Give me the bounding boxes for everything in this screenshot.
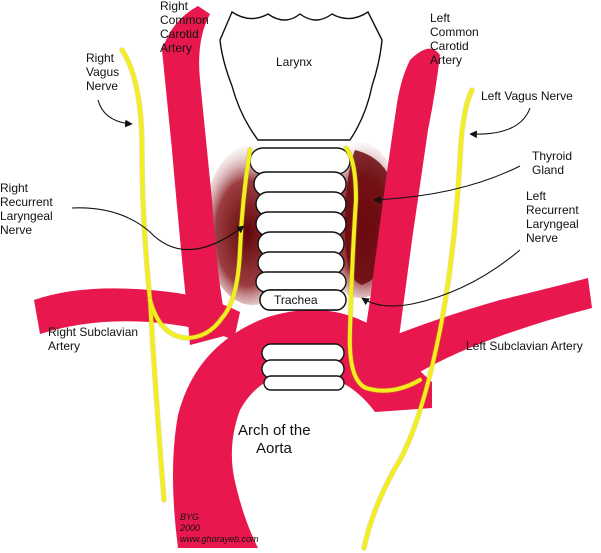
- larynx-and-trachea: [219, 10, 383, 391]
- right-recurrent-laryngeal-label: Right Recurrent Laryngeal Nerve: [0, 181, 56, 237]
- right-common-carotid-artery: [162, 6, 228, 345]
- left-recurrent-leader: [361, 249, 521, 307]
- larynx-label: Larynx: [276, 55, 312, 69]
- left-vagus-label: Left Vagus Nerve: [481, 89, 573, 103]
- arch-of-the-aorta-label: Arch of the Aorta: [238, 422, 315, 457]
- tracheal-rings: [249, 147, 351, 391]
- left-vagus-leader: [469, 107, 531, 139]
- trachea-label: Trachea: [274, 293, 318, 307]
- thyroid-gland-label: Thyroid Gland: [532, 149, 575, 177]
- right-subclavian-label: Right Subclavian Artery: [48, 325, 141, 353]
- right-common-carotid-label: Right Common Carotid Artery: [160, 0, 212, 55]
- left-subclavian-artery: [370, 278, 592, 410]
- aortic-arch-over-trachea: [240, 313, 362, 350]
- right-vagus-label: Right Vagus Nerve: [86, 51, 122, 93]
- right-vagus-nerve: [119, 47, 167, 503]
- right-vagus-leader: [97, 99, 133, 128]
- thyroid-leader: [373, 165, 521, 204]
- right-subclavian-artery: [34, 288, 240, 340]
- left-vagus-nerve: [361, 87, 475, 551]
- left-common-carotid-artery: [362, 48, 440, 361]
- left-common-carotid-label: Left Common Carotid Artery: [430, 11, 482, 67]
- trachea-label-ring: [259, 289, 347, 311]
- right-recurrent-leader: [71, 207, 245, 251]
- right-recurrent-laryngeal-nerve: [147, 147, 253, 341]
- left-recurrent-laryngeal-label: Left Recurrent Laryngeal Nerve: [526, 189, 582, 245]
- left-recurrent-laryngeal-nerve: [343, 145, 423, 394]
- larynx: [219, 10, 383, 141]
- left-subclavian-label: Left Subclavian Artery: [466, 339, 583, 353]
- credit-text: BYG 2000 www.ghorayeb.com: [179, 512, 259, 544]
- arch-of-the-aorta: [173, 309, 432, 548]
